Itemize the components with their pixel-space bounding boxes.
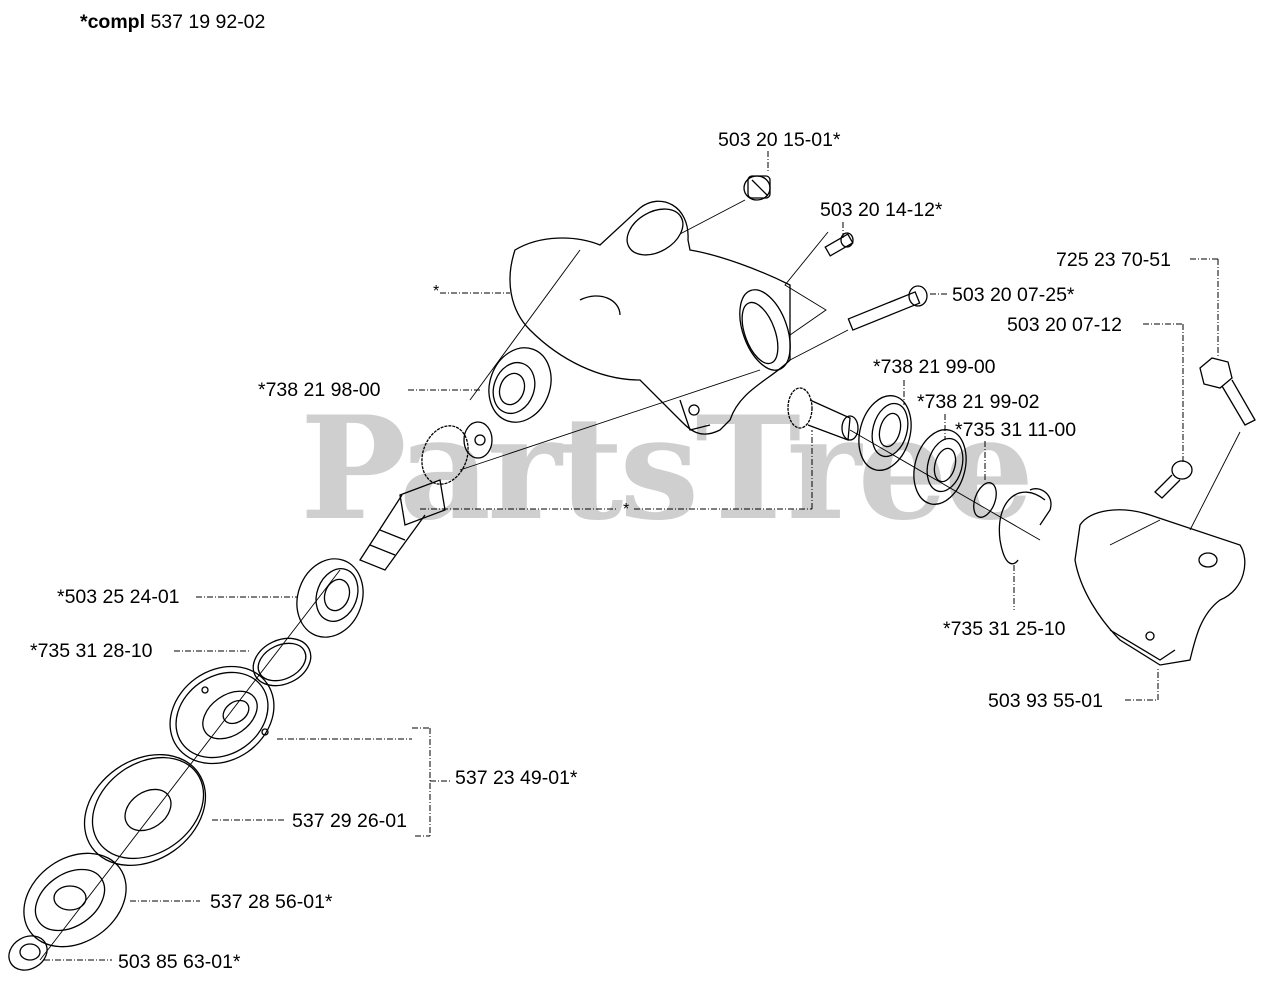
pinion-gear-part [787, 387, 859, 441]
guard-screw-part [1154, 460, 1193, 499]
part-label-upper-bearing[interactable]: *738 21 98-00 [258, 379, 381, 401]
bearing-99-02-part [913, 429, 967, 505]
part-label-bearing-99-00[interactable]: *738 21 99-00 [873, 356, 996, 378]
part-label-plug[interactable]: 503 20 15-01* [718, 129, 841, 151]
guard-bolt-part [1199, 357, 1256, 426]
part-label-guard-screw[interactable]: 503 20 07-12 [1007, 314, 1122, 336]
part-label-kit[interactable]: 537 23 49-01* [455, 767, 578, 789]
part-label-bearing-99-02[interactable]: *738 21 99-02 [917, 391, 1040, 413]
part-label-short-screw[interactable]: 503 20 14-12* [820, 199, 943, 221]
long-screw-part [847, 285, 928, 331]
part-label-small-ring[interactable]: *735 31 11-00 [955, 419, 1077, 441]
housing-asterisk-marker: * [433, 283, 440, 300]
part-label-support-cup[interactable]: 537 29 26-01 [292, 810, 407, 832]
gear-shaft-asterisk-marker: * [623, 501, 630, 518]
assembly-title: *compl 537 19 92-02 [80, 11, 265, 34]
washer-part [23, 852, 127, 948]
bevel-gear-shaft-part [359, 421, 493, 571]
part-label-lower-bearing[interactable]: *503 25 24-01 [57, 586, 180, 608]
part-label-long-screw[interactable]: 503 20 07-25* [952, 284, 1075, 306]
lower-bearing-part [296, 558, 364, 638]
assembly-title-prefix: *compl [80, 11, 146, 33]
small-ring-part [973, 482, 997, 518]
gear-housing-part [509, 200, 791, 435]
part-label-guard-bolt[interactable]: 725 23 70-51 [1056, 249, 1171, 271]
short-screw-part [824, 232, 854, 257]
support-cup-part [83, 753, 207, 867]
part-label-washer[interactable]: 537 28 56-01* [210, 891, 333, 913]
part-label-guard[interactable]: 503 93 55-01 [988, 690, 1103, 712]
assembly-part-number: 537 19 92-02 [150, 11, 266, 33]
guard-part [1074, 509, 1246, 666]
part-label-right-circlip[interactable]: *735 31 25-10 [943, 618, 1066, 640]
upper-bearing-part [488, 347, 552, 423]
circlip-right-part [998, 488, 1052, 565]
circlip-lower-part [252, 637, 312, 687]
leader-lines [44, 151, 1219, 961]
bearing-99-00-part [858, 395, 912, 471]
part-label-lower-circlip[interactable]: *735 31 28-10 [30, 640, 153, 662]
plug-part [743, 175, 771, 201]
drive-disc-part [169, 665, 275, 765]
part-label-nut[interactable]: 503 85 63-01* [118, 951, 241, 973]
nut-part [8, 935, 48, 971]
